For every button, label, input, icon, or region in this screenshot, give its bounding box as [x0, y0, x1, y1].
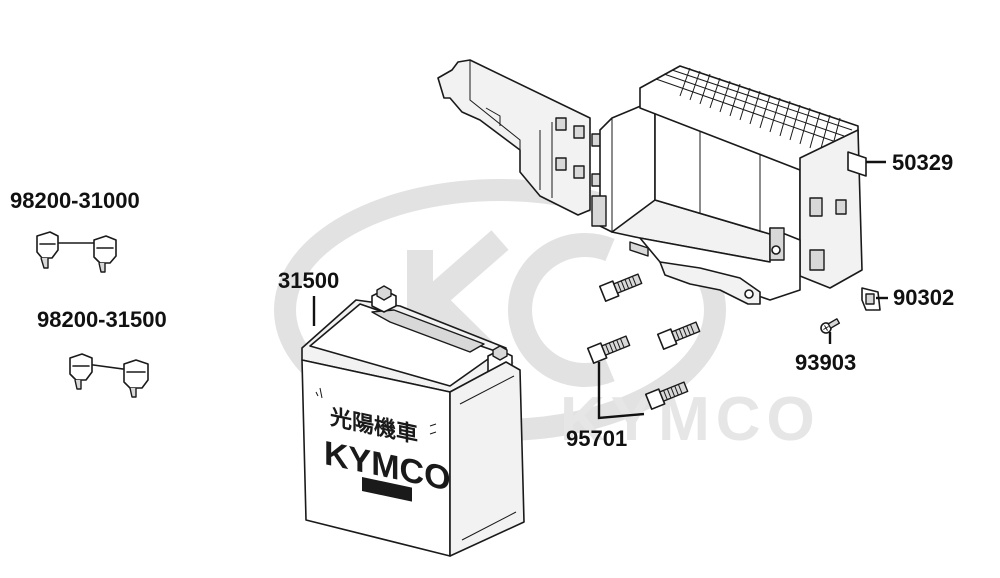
bolt-bottom [644, 381, 689, 410]
label-93903: 93903 [795, 350, 856, 375]
fuse-98200-31000 [36, 231, 117, 273]
watermark-brand-text: KYMCO [560, 385, 821, 454]
leader-lines [312, 160, 888, 420]
label-31500: 31500 [278, 268, 339, 293]
battery-31500: 光陽機車 KYMCO YTX7A [301, 285, 525, 557]
label-95701: 95701 [566, 426, 627, 451]
battery-box [437, 59, 867, 305]
fuse-holder-right [93, 235, 117, 273]
screw-93903 [820, 318, 841, 334]
battery-model-badge-bg [362, 476, 412, 502]
bolt-middle-right [656, 321, 701, 350]
label-98200-31500: 98200-31500 [37, 307, 167, 332]
fuse-holder-right [123, 359, 149, 398]
fuse-holder-left [69, 353, 93, 390]
bolt-middle-left [586, 335, 631, 364]
lid-ribs [655, 67, 853, 157]
label-90302: 90302 [893, 285, 954, 310]
battery-terminal-negative [371, 285, 397, 313]
fuse-98200-31500 [69, 353, 149, 398]
part-labels: 98200-31000 98200-31500 31500 50329 9030… [10, 150, 954, 451]
label-50329: 50329 [892, 150, 953, 175]
clip-nut-90302 [861, 287, 881, 311]
fuse-holder-left [36, 231, 59, 269]
bolt-top-left [598, 273, 643, 302]
label-98200-31000: 98200-31000 [10, 188, 140, 213]
